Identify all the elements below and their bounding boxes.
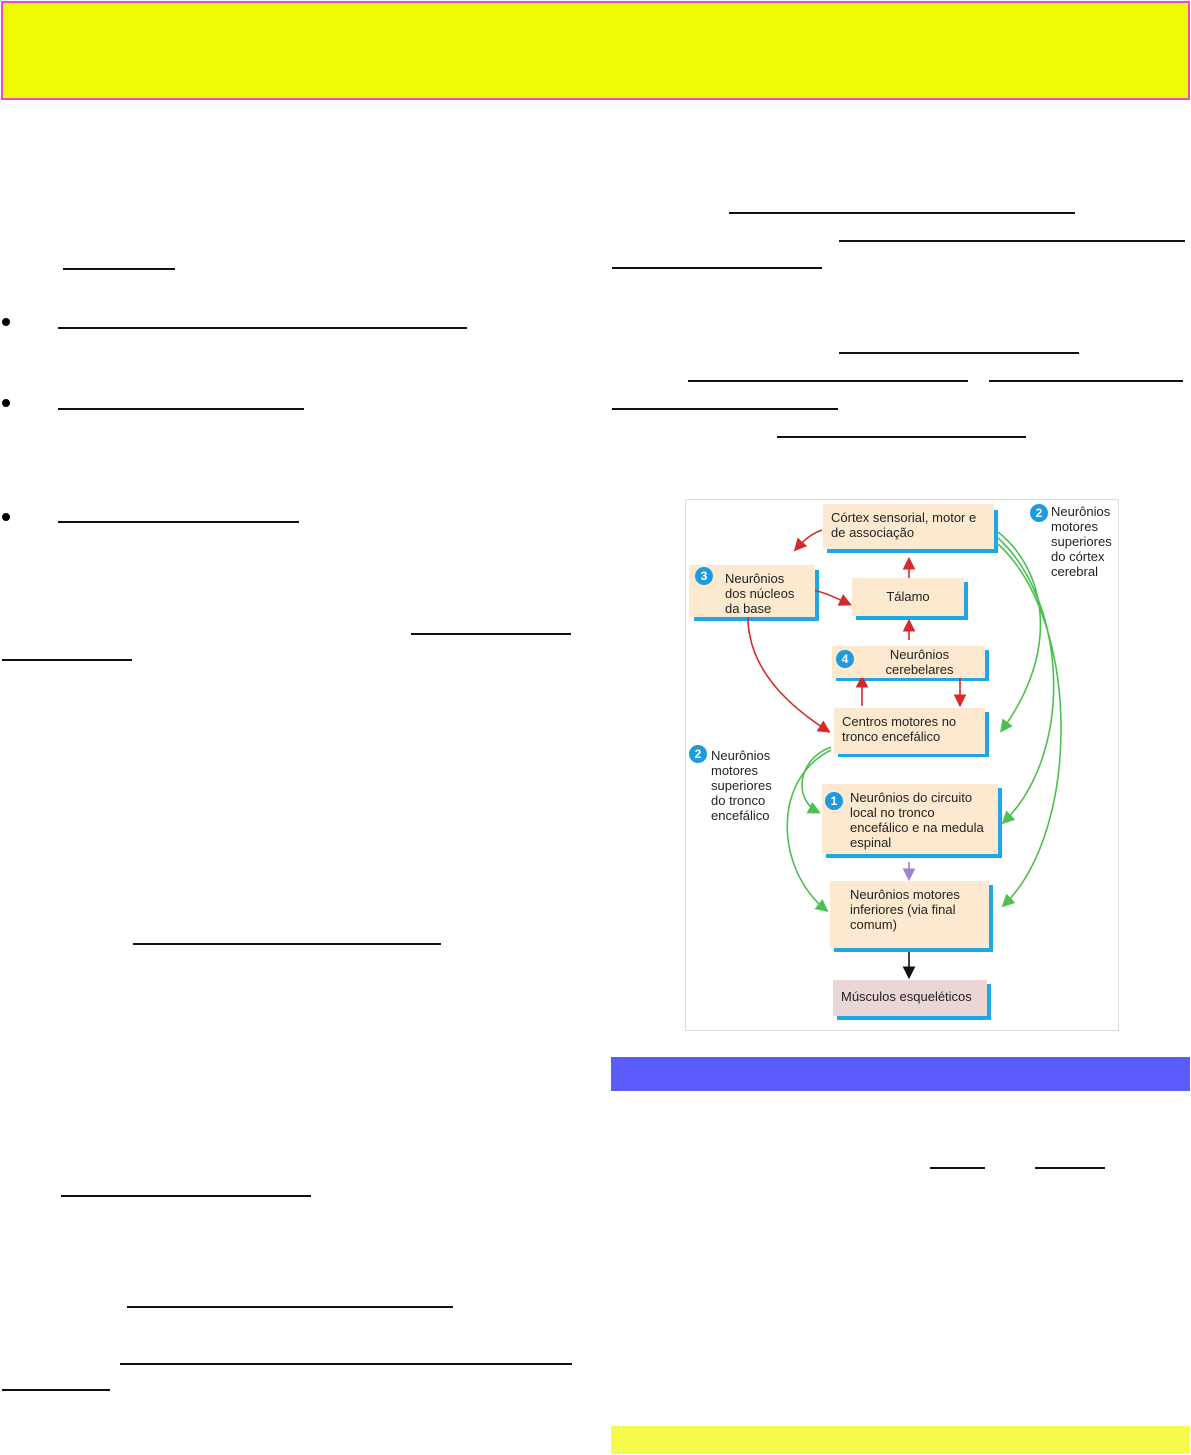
redacted-line xyxy=(58,408,304,410)
box-motores-inferiores: Neurônios motores inferiores (via final … xyxy=(830,881,989,948)
motor-pathways-figure: Córtex sensorial, motor e de associação … xyxy=(685,499,1119,1031)
redacted-line xyxy=(688,380,968,382)
redacted-line xyxy=(63,268,175,270)
redacted-line xyxy=(61,1195,311,1197)
redacted-line xyxy=(58,327,467,329)
bottom-highlight-bar xyxy=(611,1426,1190,1454)
redacted-line xyxy=(120,1363,572,1365)
number-badge-3: 3 xyxy=(695,567,713,585)
bullet-dot xyxy=(2,399,10,407)
redacted-line xyxy=(839,352,1079,354)
redacted-line xyxy=(839,240,1185,242)
number-badge-2-brainstem: 2 xyxy=(689,745,707,763)
number-badge-1: 1 xyxy=(825,792,843,810)
redacted-line xyxy=(777,436,1026,438)
label-cortex-upper-neurons: Neurônios motores superiores do córtex c… xyxy=(1051,504,1112,579)
redacted-line xyxy=(612,408,838,410)
box-centros-motores: Centros motores no tronco encefálico xyxy=(834,708,985,754)
redacted-line xyxy=(2,1389,110,1391)
box-cortex: Córtex sensorial, motor e de associação xyxy=(823,504,994,549)
redacted-line xyxy=(2,659,132,661)
redacted-line xyxy=(729,212,1075,214)
box-circuito-local: Neurônios do circuito local no tronco en… xyxy=(822,784,998,854)
redacted-line xyxy=(127,1306,453,1308)
title-banner xyxy=(1,1,1190,100)
box-musculos: Músculos esqueléticos xyxy=(833,980,987,1016)
box-talamo: Tálamo xyxy=(852,578,964,616)
number-badge-2-cortex: 2 xyxy=(1030,504,1048,522)
bullet-dot xyxy=(2,513,10,521)
redacted-line xyxy=(930,1167,985,1169)
redacted-line xyxy=(1035,1167,1105,1169)
redacted-line xyxy=(612,267,822,269)
redacted-line xyxy=(58,521,299,523)
redacted-line xyxy=(133,943,441,945)
label-brainstem-upper-neurons: Neurônios motores superiores do tronco e… xyxy=(711,748,772,823)
bullet-dot xyxy=(2,318,10,326)
number-badge-4: 4 xyxy=(836,650,854,668)
section-header-bar xyxy=(611,1057,1190,1091)
box-cerebelares: Neurônios cerebelares xyxy=(832,646,985,678)
redacted-line xyxy=(989,380,1183,382)
redacted-line xyxy=(411,633,571,635)
